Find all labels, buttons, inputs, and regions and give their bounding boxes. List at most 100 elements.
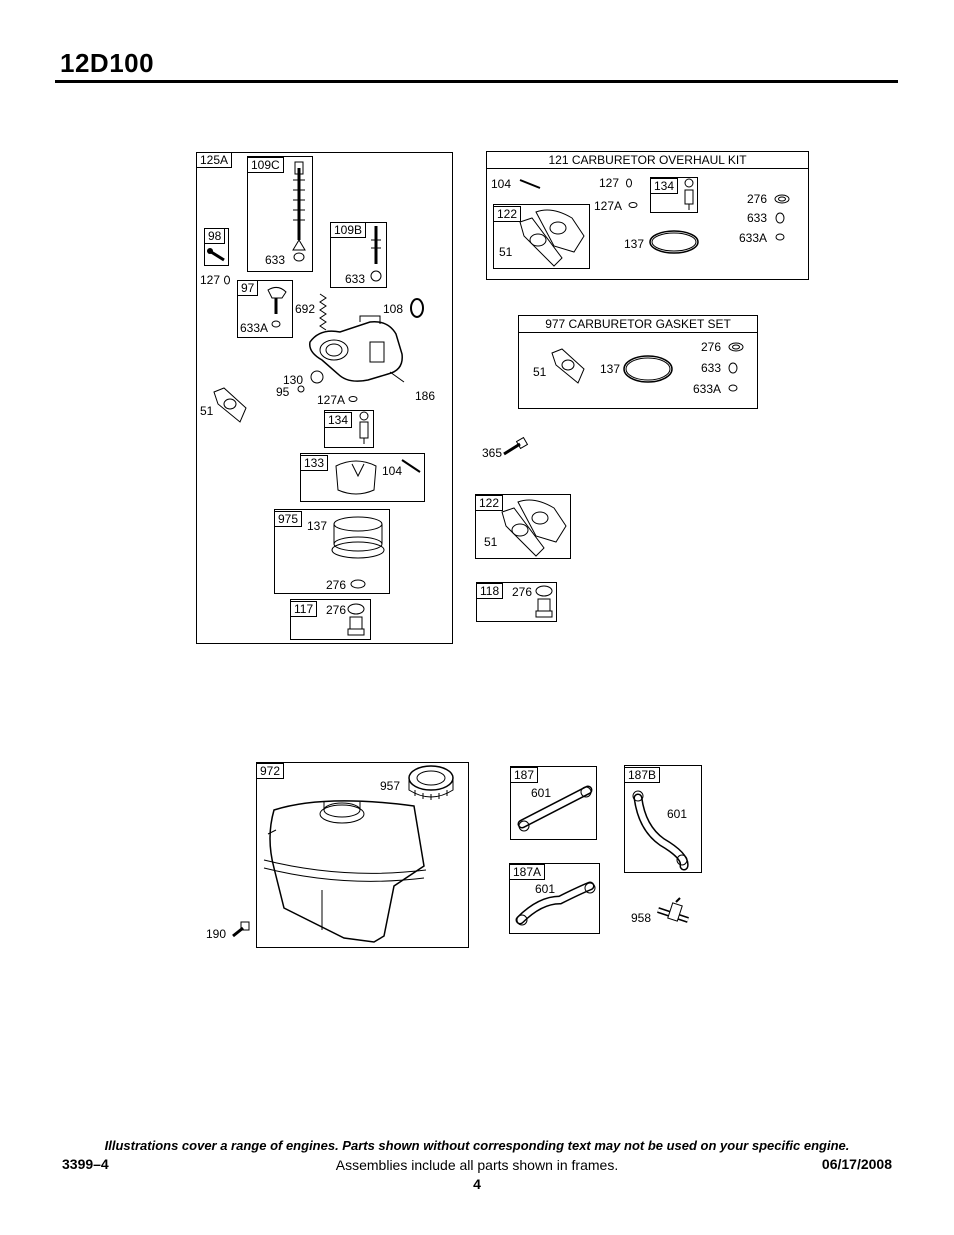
part-tag-109c: 109C <box>247 157 284 173</box>
needle-134-illustration <box>359 411 369 444</box>
part-tag-134: 134 <box>324 412 353 428</box>
screw-190-illustration <box>232 921 250 938</box>
part-tag-98: 98 <box>204 228 226 244</box>
kit-washer-276-icon <box>774 194 790 204</box>
kit-label-127: 127 <box>599 176 620 190</box>
page-number: 4 <box>473 1176 481 1192</box>
kit-part-tag-122: 122 <box>493 206 522 222</box>
float-needle-109c-illustration <box>292 161 306 262</box>
gasket-set-label-633: 633 <box>701 361 722 375</box>
part-label-104: 104 <box>382 464 403 478</box>
screw-98-illustration <box>207 248 225 262</box>
part-tag-972: 972 <box>256 763 285 779</box>
subassembly-134-frame <box>324 410 374 448</box>
part-tag-117: 117 <box>290 601 318 617</box>
page-title: 12D100 <box>60 48 155 78</box>
part-label-692: 692 <box>295 302 316 316</box>
kit-spacer-gasket-illustration <box>519 209 585 267</box>
kit-134-frame <box>650 177 698 213</box>
kit-label-127a: 127A <box>594 199 623 213</box>
part-label-127: 127 <box>200 273 221 287</box>
part-label-51: 51 <box>200 404 214 418</box>
part-tag-187: 187 <box>510 767 539 783</box>
part-tag-125a: 125A <box>196 152 233 168</box>
part-label-633-b: 633 <box>345 272 366 286</box>
fuel-line-187b-illustration <box>632 790 689 871</box>
gasket-set-gasket-51-illustration <box>551 348 585 384</box>
float-133-illustration <box>335 459 421 495</box>
kit-label-104: 104 <box>491 177 512 191</box>
screw-97-illustration <box>267 286 287 328</box>
part-tag-187a: 187A <box>509 864 546 880</box>
part-label-276: 276 <box>326 578 347 592</box>
gasket-set-title: 977 CARBURETOR GASKET SET <box>519 316 757 333</box>
part-label-127a: 127A <box>317 393 346 407</box>
kit-label-633: 633 <box>747 211 768 225</box>
part-label-186: 186 <box>415 389 436 403</box>
spring-692-illustration <box>319 293 327 331</box>
disclaimer-text: Illustrations cover a range of engines. … <box>104 1138 850 1153</box>
gasket-set-label-276: 276 <box>701 340 722 354</box>
part-label-130: 130 <box>283 373 304 387</box>
gasket-set-washer-276-icon <box>728 342 744 352</box>
shutoff-valve-958-illustration <box>657 897 689 923</box>
overhaul-kit-title: 121 CARBURETOR OVERHAUL KIT <box>487 152 808 169</box>
gasket-set-frame: 977 CARBURETOR GASKET SET <box>518 315 758 409</box>
part-label-137: 137 <box>307 519 328 533</box>
part-label-958: 958 <box>631 911 652 925</box>
part-tag-975: 975 <box>274 511 303 527</box>
carburetor-body-illustration <box>309 315 405 383</box>
clip-108-illustration <box>410 298 424 318</box>
overhaul-kit-frame: 121 CARBURETOR OVERHAUL KIT <box>486 151 809 280</box>
part-tag-118: 118 <box>476 583 504 599</box>
gasket-51-illustration <box>213 387 247 423</box>
kit-seal-633a-icon <box>775 233 785 241</box>
part-label-957: 957 <box>380 779 401 793</box>
fuel-line-187b-frame <box>624 765 702 873</box>
assemblies-note: Assemblies include all parts shown in fr… <box>335 1157 619 1173</box>
bowl-screw-118-illustration <box>535 585 553 618</box>
gasket-set-label-633a: 633A <box>693 382 722 396</box>
subassembly-133-frame <box>300 453 425 502</box>
part-label-190: 190 <box>206 927 227 941</box>
loose-label-276: 276 <box>512 585 533 599</box>
kit-gasket-137-icon <box>649 230 699 254</box>
part-tag-97: 97 <box>237 280 259 296</box>
o-ring-127-icon <box>224 275 230 285</box>
gasket-set-label-51: 51 <box>533 365 547 379</box>
kit-label-51: 51 <box>499 245 513 259</box>
fuel-line-187a-illustration <box>515 881 596 926</box>
spacer-gasket-122-illustration <box>501 499 567 557</box>
header-rule <box>55 80 898 83</box>
fuel-line-187-frame <box>510 766 597 840</box>
needle-109b-illustration <box>370 226 382 282</box>
part-label-601-b: 601 <box>535 882 556 896</box>
loose-label-51: 51 <box>484 535 498 549</box>
subassembly-109c-frame <box>247 156 313 272</box>
gasket-set-gasket-137-icon <box>623 355 673 383</box>
part-tag-109b: 109B <box>330 222 367 238</box>
kit-seal-633-icon <box>775 212 785 224</box>
bowl-975-illustration <box>331 516 385 589</box>
revision-date: 06/17/2008 <box>821 1156 892 1172</box>
fuel-tank-illustration <box>263 800 427 943</box>
subassembly-97-frame <box>237 280 293 338</box>
document-number: 3399–4 <box>62 1156 109 1172</box>
fuel-line-187a-frame <box>509 863 600 934</box>
fuel-line-187-illustration <box>517 785 593 832</box>
part-label-601-c: 601 <box>667 807 688 821</box>
gasket-set-seal-633-icon <box>728 362 738 374</box>
part-tag-187b: 187B <box>624 767 661 783</box>
fuel-tank-frame <box>256 762 469 948</box>
kit-o-ring-127a-icon <box>628 202 638 208</box>
part-label-276-b: 276 <box>326 603 347 617</box>
part-tag-133: 133 <box>300 455 329 471</box>
o-ring-127a-icon <box>348 396 358 402</box>
fuel-cap-957-illustration <box>408 765 454 800</box>
carburetor-assembly-frame <box>196 152 453 644</box>
kit-label-137: 137 <box>624 237 645 251</box>
part-label-108: 108 <box>383 302 404 316</box>
part-label-633: 633 <box>265 253 286 267</box>
kit-needle-134-illustration <box>684 178 694 210</box>
part-label-365: 365 <box>482 446 503 460</box>
